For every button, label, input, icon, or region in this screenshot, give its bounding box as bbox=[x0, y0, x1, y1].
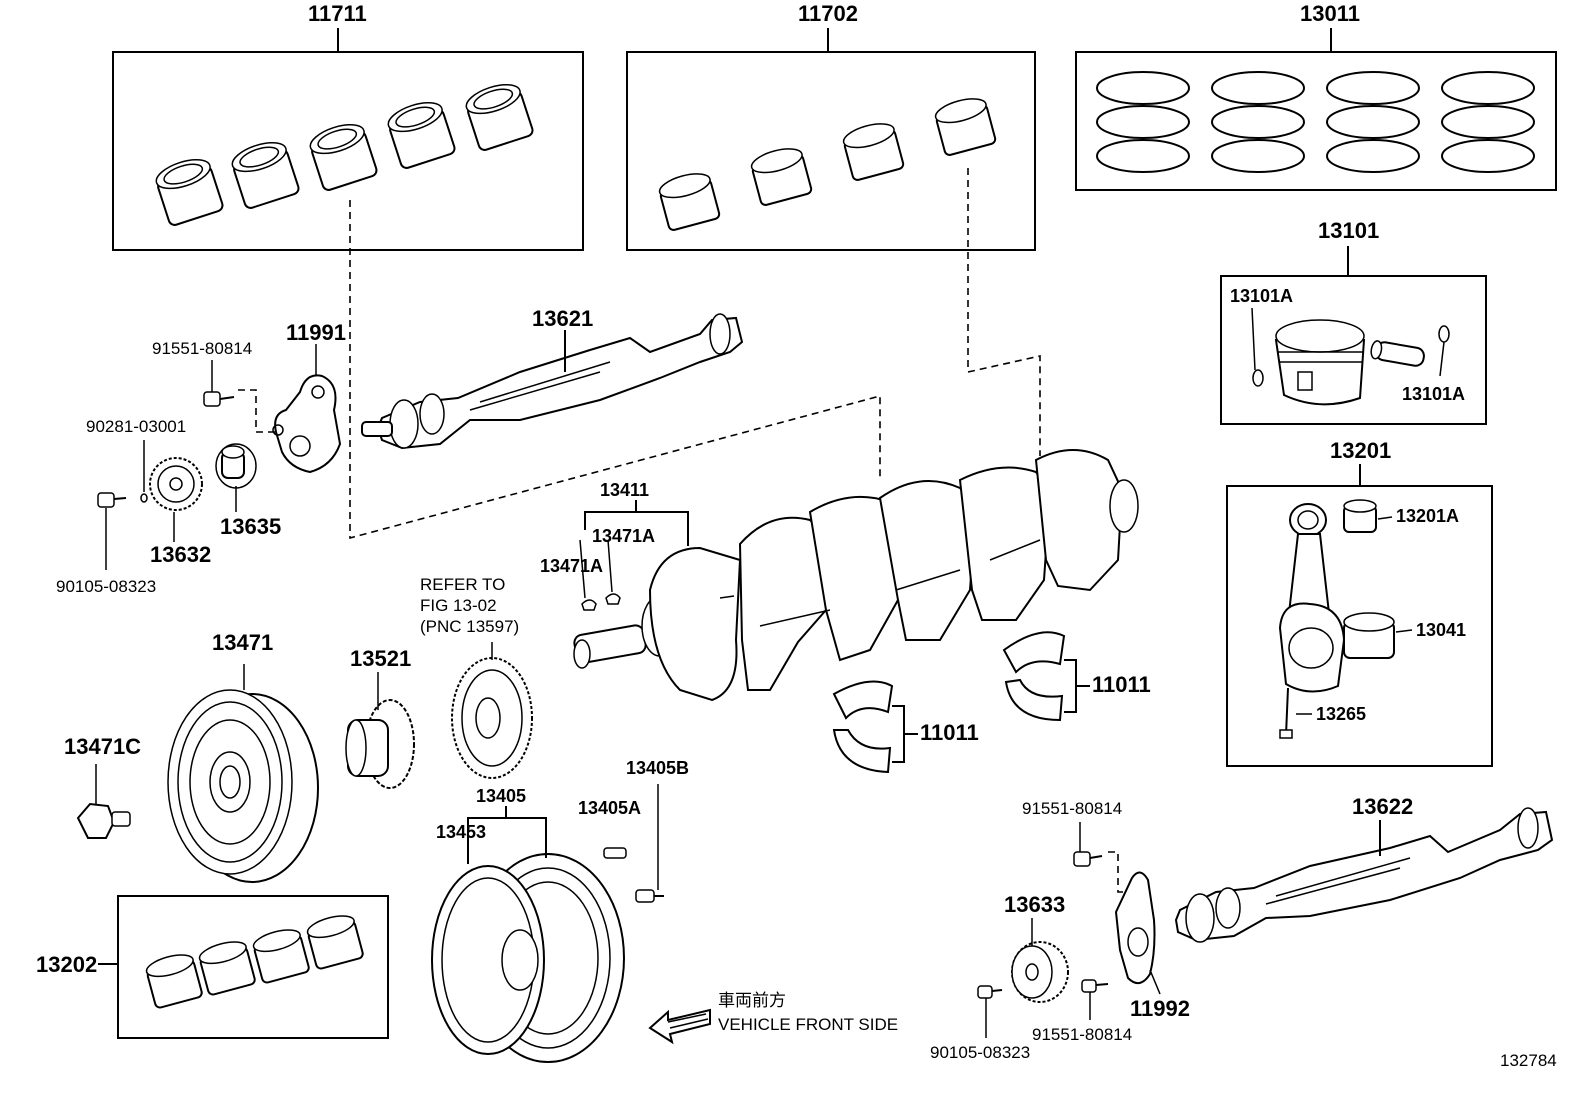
label-13635: 13635 bbox=[220, 514, 281, 539]
label-13632: 13632 bbox=[150, 542, 211, 567]
washer-90281 bbox=[140, 440, 148, 503]
label-13633: 13633 bbox=[1004, 892, 1065, 917]
bolt-90105-right bbox=[977, 985, 1003, 1038]
gear-13633 bbox=[1011, 918, 1069, 1003]
label-13405A: 13405A bbox=[578, 798, 641, 818]
label-90281: 90281-03001 bbox=[86, 417, 186, 436]
bracket-11992 bbox=[1114, 871, 1161, 995]
thrust-washer-11011-lower bbox=[832, 680, 918, 774]
small-end-bushing-icon bbox=[1343, 499, 1377, 533]
bolt-91551-right-upper bbox=[1073, 822, 1128, 893]
label-90105-left: 90105-08323 bbox=[56, 577, 156, 596]
piston-ring-set-icon bbox=[1096, 71, 1535, 173]
label-13101A-left: 13101A bbox=[1230, 286, 1293, 306]
label-90105-right: 90105-08323 bbox=[930, 1043, 1030, 1062]
group-13201 bbox=[1226, 464, 1493, 767]
label-13201: 13201 bbox=[1330, 438, 1391, 463]
label-refer-line2: FIG 13-02 bbox=[420, 596, 497, 615]
label-13622: 13622 bbox=[1352, 794, 1413, 819]
oil-pump-drive-gear bbox=[451, 642, 533, 779]
snap-ring-left-icon bbox=[1252, 369, 1264, 387]
label-13405: 13405 bbox=[476, 786, 526, 806]
rod-bearing-icon bbox=[1343, 612, 1395, 659]
crankshaft-13411 bbox=[573, 449, 1139, 702]
drive-plate-13405 bbox=[431, 806, 625, 1063]
label-13201A: 13201A bbox=[1396, 506, 1459, 526]
label-13101: 13101 bbox=[1318, 218, 1379, 243]
group-13202 bbox=[98, 895, 389, 1039]
label-11011-lower: 11011 bbox=[920, 720, 979, 745]
label-13521: 13521 bbox=[350, 646, 411, 671]
label-11011-upper: 11011 bbox=[1092, 672, 1151, 697]
label-13621: 13621 bbox=[532, 306, 593, 331]
bolt-91551-right-lower bbox=[1081, 979, 1109, 1020]
label-13471A-upper: 13471A bbox=[592, 526, 655, 546]
label-91551-right-lower: 91551-80814 bbox=[1032, 1025, 1132, 1044]
label-11992: 11992 bbox=[1130, 996, 1190, 1021]
label-13011: 13011 bbox=[1300, 1, 1360, 26]
label-91551-top: 91551-80814 bbox=[152, 339, 252, 358]
connecting-rod-icon bbox=[1278, 503, 1346, 739]
group-11711 bbox=[112, 28, 584, 251]
dashed-leader-11702 bbox=[967, 168, 1041, 456]
label-13405B: 13405B bbox=[626, 758, 689, 778]
main-bearing-set-icon bbox=[155, 84, 534, 226]
label-13471A-lower: 13471A bbox=[540, 556, 603, 576]
vehicle-front-arrow-icon bbox=[648, 1008, 711, 1045]
label-91551-right-upper: 91551-80814 bbox=[1022, 799, 1122, 818]
label-13265: 13265 bbox=[1316, 704, 1366, 724]
label-13411: 13411 bbox=[600, 480, 649, 500]
figure-number: 132784 bbox=[1500, 1051, 1557, 1070]
label-13471C: 13471C bbox=[64, 734, 141, 759]
crankshaft-pulley-13471 bbox=[167, 664, 319, 883]
label-refer-line3: (PNC 13597) bbox=[420, 617, 519, 636]
label-11702: 11702 bbox=[798, 1, 858, 26]
label-13471: 13471 bbox=[212, 630, 273, 655]
balance-shaft-13622 bbox=[1174, 807, 1554, 943]
pulley-bolt-13471C bbox=[76, 764, 131, 839]
crank-key-13471A bbox=[579, 500, 689, 611]
gear-13632 bbox=[149, 457, 203, 542]
piston-icon bbox=[1274, 319, 1366, 406]
label-vehicle-front-en: VEHICLE FRONT SIDE bbox=[718, 1015, 898, 1034]
balance-shaft-13621 bbox=[361, 313, 744, 450]
timing-sprocket-13521 bbox=[345, 672, 415, 789]
group-13101 bbox=[1220, 246, 1487, 425]
rod-bearing-set-icon bbox=[658, 98, 997, 231]
thrust-washer-11011-upper bbox=[1002, 631, 1090, 722]
bolt-91551-upper bbox=[203, 360, 278, 433]
bracket-11991 bbox=[272, 344, 342, 474]
bushing-13635 bbox=[215, 443, 257, 512]
bolt-90105-left bbox=[97, 492, 127, 570]
label-13453: 13453 bbox=[436, 822, 486, 842]
group-13011 bbox=[1075, 28, 1557, 191]
label-13202: 13202 bbox=[36, 952, 97, 977]
snap-ring-right-icon bbox=[1438, 325, 1450, 343]
dashed-leader-11711 bbox=[349, 200, 881, 540]
label-13101A-right: 13101A bbox=[1402, 384, 1465, 404]
label-11711: 11711 bbox=[308, 1, 367, 26]
label-13041: 13041 bbox=[1416, 620, 1466, 640]
group-11702 bbox=[626, 28, 1036, 251]
dowel-pin-13405A bbox=[603, 847, 627, 859]
label-11991: 11991 bbox=[286, 320, 346, 345]
piston-pin-icon bbox=[1370, 340, 1425, 367]
label-vehicle-front-jp: 車両前方 bbox=[718, 991, 786, 1011]
bolt-13405B bbox=[635, 784, 664, 903]
label-refer-line1: REFER TO bbox=[420, 575, 505, 594]
